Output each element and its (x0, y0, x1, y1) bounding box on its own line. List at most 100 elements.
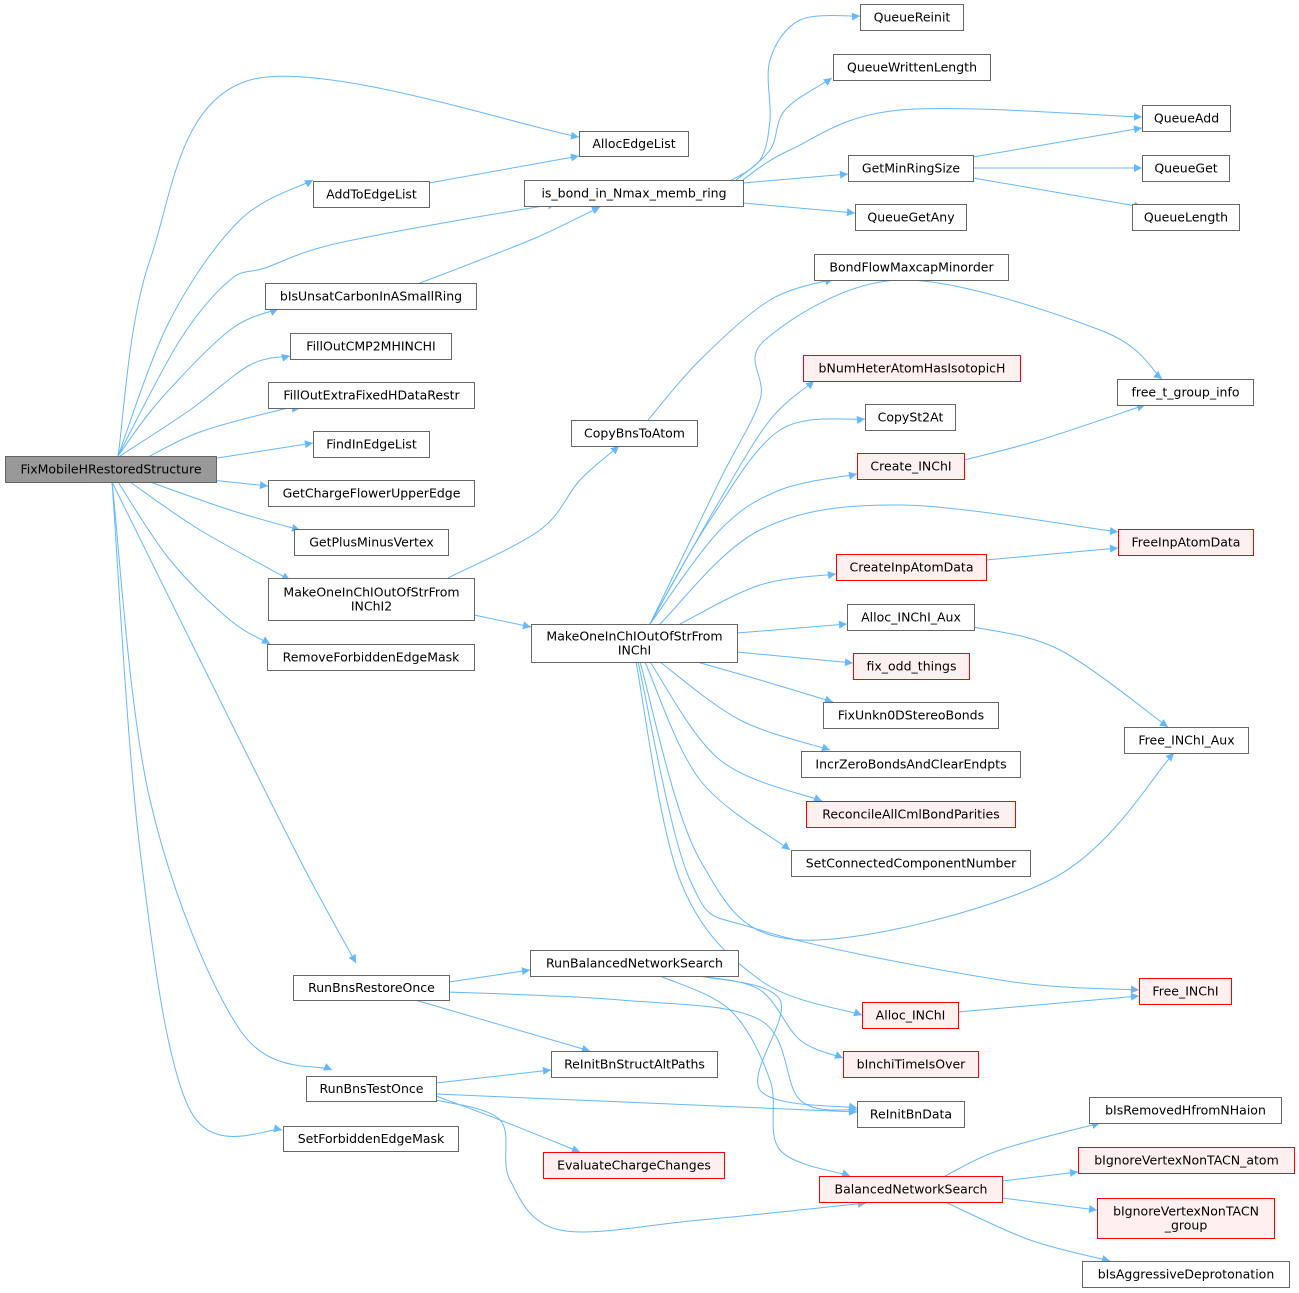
node-copybnstoatom[interactable]: CopyBnsToAtom (571, 420, 698, 447)
edge-is-bond-to-queueadd (739, 108, 1143, 183)
node-box (814, 254, 1009, 281)
node-getminringsize[interactable]: GetMinRingSize (848, 155, 974, 182)
edge-root-to-bisunsat (117, 308, 279, 457)
node-box (843, 1051, 979, 1078)
node-label: GetChargeFlowerUpperEdge (283, 486, 461, 501)
node-box (1139, 978, 1232, 1005)
node-bnumheteratomhasisotopich[interactable]: bNumHeterAtomHasIsotopicH (803, 355, 1021, 382)
node-balancednetworksearch[interactable]: BalancedNetworkSearch (819, 1176, 1003, 1203)
node-box (848, 155, 974, 182)
node-bignorevertexnontacn-group[interactable]: bIgnoreVertexNonTACN_group (1097, 1198, 1275, 1239)
node-box (579, 131, 689, 157)
node-runbnsrestoreonce[interactable]: RunBnsRestoreOnce (293, 975, 450, 1001)
node-setforbiddenedgemask[interactable]: SetForbiddenEdgeMask (283, 1126, 459, 1152)
node-fixmobilehrestoredstructure[interactable]: FixMobileHRestoredStructure (5, 456, 217, 483)
node-free-inchi-aux[interactable]: Free_INChI_Aux (1124, 727, 1249, 754)
node-box (803, 355, 1021, 382)
node-queuewrittenlength[interactable]: QueueWrittenLength (833, 54, 991, 81)
node-copyst2at[interactable]: CopySt2At (865, 404, 956, 431)
node-fix-odd-things[interactable]: fix_odd_things (853, 653, 970, 680)
node-removeforbiddenedgemask[interactable]: RemoveForbiddenEdgeMask (267, 644, 475, 671)
node-box (1124, 727, 1249, 754)
node-queueget[interactable]: QueueGet (1142, 155, 1230, 182)
node-queuegetany[interactable]: QueueGetAny (855, 204, 967, 231)
edge-makeone-to-freeinpatom (659, 504, 1119, 625)
node-setconnectedcomponentnumber[interactable]: SetConnectedComponentNumber (791, 850, 1031, 877)
node-getplusminusvertex[interactable]: GetPlusMinusVertex (294, 529, 449, 556)
edge-is-bond-to-queuegetany (742, 202, 856, 217)
node-filloutextrafixedhdatarestr[interactable]: FillOutExtraFixedHDataRestr (268, 382, 475, 409)
node-alloc-inchi-aux[interactable]: Alloc_INChI_Aux (847, 604, 975, 631)
node-evaluatechargechanges[interactable]: EvaluateChargeChanges (543, 1152, 725, 1179)
node-addtoedgelist[interactable]: AddToEdgeList (313, 181, 430, 208)
edge-makeone-to-alloc-aux (736, 620, 848, 634)
node-findinedgelist[interactable]: FindInEdgeList (313, 431, 430, 458)
node-bisaggressivedeprotonation[interactable]: bIsAggressiveDeprotonation (1082, 1261, 1290, 1288)
node-label: bNumHeterAtomHasIsotopicH (819, 361, 1006, 376)
node-box (293, 975, 450, 1001)
node-create-inchi[interactable]: Create_INChI (857, 453, 965, 480)
node-label: _group (1164, 1218, 1208, 1233)
node-queuelength[interactable]: QueueLength (1132, 204, 1240, 231)
node-bondflowmaxcapminorder[interactable]: BondFlowMaxcapMinorder (814, 254, 1009, 281)
edge-createinpatom-to-freeinpatom (985, 544, 1119, 561)
node-label: Create_INChI (870, 459, 951, 474)
node-bisunsatcarboninasmallring[interactable]: bIsUnsatCarbonInASmallRing (265, 283, 477, 310)
node-free-t-group-info[interactable]: free_t_group_info (1117, 379, 1254, 406)
node-label: bIgnoreVertexNonTACN_atom (1094, 1153, 1279, 1168)
node-box (855, 204, 967, 231)
node-label: FillOutExtraFixedHDataRestr (283, 388, 460, 403)
node-box (857, 1101, 965, 1128)
node-free-inchi[interactable]: Free_INChI (1139, 978, 1232, 1005)
node-bignorevertexnontacn-atom[interactable]: bIgnoreVertexNonTACN_atom (1078, 1147, 1295, 1174)
edge-balancedns-to-bignoregroup (1001, 1197, 1098, 1213)
node-alloc-inchi[interactable]: Alloc_INChI (862, 1002, 959, 1029)
node-fixunkn0dstereobonds[interactable]: FixUnkn0DStereoBonds (823, 702, 999, 729)
node-box (847, 604, 975, 631)
node-runbalancednetworksearch[interactable]: RunBalancedNetworkSearch (530, 950, 739, 977)
node-label: bIsUnsatCarbonInASmallRing (280, 289, 462, 304)
node-is-bond-in-nmax-memb-ring[interactable]: is_bond_in_Nmax_memb_ring (524, 180, 744, 207)
edge-root-to-filloutcmp (119, 353, 291, 457)
node-reinitbndata[interactable]: ReInitBnData (857, 1101, 965, 1128)
node-box (268, 382, 475, 409)
edge-root-to-runbnsrestore (111, 481, 357, 964)
node-runbnstestonce[interactable]: RunBnsTestOnce (306, 1076, 437, 1102)
node-box (313, 431, 430, 458)
node-queueadd[interactable]: QueueAdd (1142, 105, 1231, 132)
edge-root-to-is-bond (117, 201, 557, 457)
node-label: Free_INChI_Aux (1138, 733, 1234, 748)
node-box (1132, 204, 1240, 231)
node-label: Free_INChI (1152, 984, 1218, 999)
node-label: CopySt2At (878, 410, 944, 425)
edge-alloc-aux-to-free-aux (973, 626, 1169, 728)
edge-is-bond-to-queuewritten (734, 77, 833, 182)
node-queuereinit[interactable]: QueueReinit (860, 4, 964, 31)
node-label: SetConnectedComponentNumber (806, 856, 1017, 871)
edge-getminring-to-queuelength (972, 177, 1143, 210)
node-label: free_t_group_info (1131, 385, 1239, 400)
node-box (806, 801, 1016, 828)
nodes-layer: FixMobileHRestoredStructure AllocEdgeList… (5, 4, 1295, 1288)
edge-makeone-to-free-inchi (637, 661, 1140, 994)
node-box (313, 181, 430, 208)
node-binchitimeisover[interactable]: bInchiTimeIsOver (843, 1051, 979, 1078)
node-label: FreeInpAtomData (1132, 535, 1241, 550)
node-incrzerobondsandclearendpts[interactable]: IncrZeroBondsAndClearEndpts (801, 751, 1021, 778)
node-box (1078, 1147, 1295, 1174)
node-reinitbnstructaltpaths[interactable]: ReInitBnStructAltPaths (551, 1051, 718, 1078)
node-filloutcmp2mhinchi[interactable]: FillOutCMP2MHINCHI (290, 333, 452, 360)
node-allocedgelist[interactable]: AllocEdgeList (579, 131, 689, 157)
node-getchargeflowerupperedge[interactable]: GetChargeFlowerUpperEdge (268, 480, 475, 507)
node-label: EvaluateChargeChanges (557, 1158, 711, 1173)
edge-runbalanced-to-binchitime (699, 975, 844, 1059)
edge-runbnstest-to-balancedns (435, 1099, 867, 1233)
edge-create-inchi-to-free-t-group (963, 403, 1146, 461)
node-createinpatomdata[interactable]: CreateInpAtomData (836, 554, 987, 581)
node-freeinpatomdata[interactable]: FreeInpAtomData (1118, 529, 1254, 556)
edge-root-to-addtoedgelist (117, 179, 314, 457)
node-reconcileallcmlbondparities[interactable]: ReconcileAllCmlBondParities (806, 801, 1016, 828)
node-bisremovedhfromnhaion[interactable]: bIsRemovedHfromNHaion (1089, 1097, 1282, 1124)
